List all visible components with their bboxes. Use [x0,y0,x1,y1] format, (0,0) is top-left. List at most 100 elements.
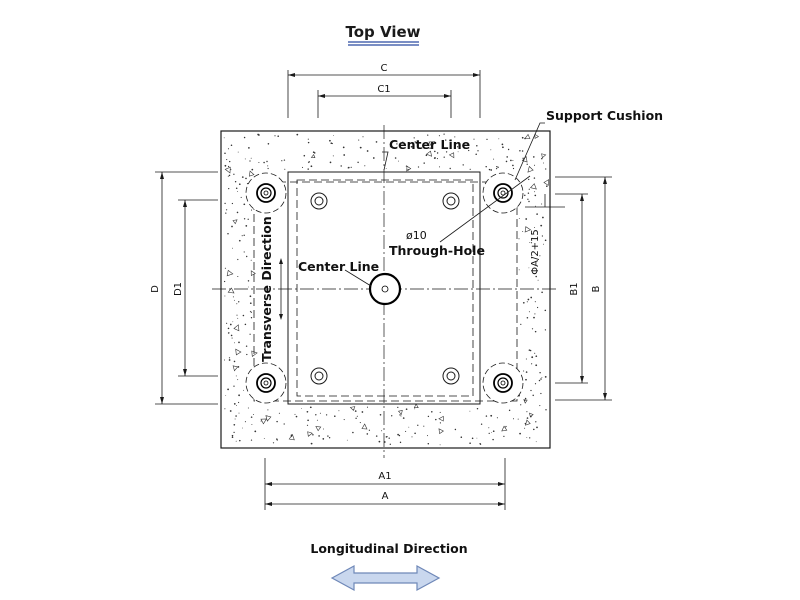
concrete-speck [473,138,475,140]
concrete-speck [267,165,269,167]
concrete-speck [431,411,433,413]
upper-plate-outline [296,179,474,397]
concrete-speck [356,415,358,417]
concrete-speck [227,327,230,330]
concrete-speck [469,442,471,444]
concrete-speck [423,162,425,164]
concrete-speck [529,349,532,352]
anchor-bolt [245,172,287,214]
dim-label-a: A [382,491,389,502]
concrete-speck [242,427,244,429]
concrete-speck [460,436,463,438]
concrete-speck [327,435,329,437]
concrete-speck [254,430,257,433]
concrete-texture [223,133,549,446]
concrete-speck [246,182,249,185]
concrete-speck [338,410,340,412]
dim-right [525,176,612,401]
concrete-speck [485,165,487,168]
concrete-speck [397,160,399,162]
concrete-speck [522,231,524,232]
concrete-speck [228,174,231,177]
concrete-speck [529,437,531,439]
through-hole-label: Through-Hole [389,243,485,258]
concrete-speck [476,144,478,147]
concrete-speck [245,225,248,227]
concrete-speck [534,227,535,228]
concrete-speck [301,408,302,409]
concrete-speck [362,136,364,138]
concrete-speck [454,136,456,138]
concrete-speck [480,423,483,425]
concrete-speck [263,161,265,164]
concrete-speck [425,154,428,157]
concrete-speck [512,167,515,170]
dim-right-arrows [580,177,607,400]
concrete-speck [397,433,399,436]
concrete-speck [543,243,544,245]
concrete-speck [530,296,533,299]
concrete-speck [512,160,514,161]
concrete-speck [307,141,310,144]
concrete-speck [397,406,399,409]
concrete-speck [507,148,510,151]
concrete-speck [250,259,252,261]
dim-left [155,171,218,405]
concrete-speck [491,432,492,433]
concrete-speck [410,145,413,148]
concrete-aggregate [428,141,436,148]
concrete-speck [501,143,504,146]
concrete-speck [493,158,495,160]
concrete-speck [533,428,535,431]
concrete-aggregate [226,269,234,277]
concrete-aggregate [534,133,540,139]
dim-bottom [264,458,506,510]
concrete-speck [527,198,529,200]
concrete-speck [534,191,536,193]
concrete-speck [529,242,531,244]
concrete-speck [503,435,505,438]
concrete-speck [236,405,237,407]
concrete-speck [230,334,233,337]
transverse-arrowheads [279,258,283,320]
concrete-speck [329,161,332,164]
concrete-speck [284,168,286,170]
concrete-speck [385,436,388,438]
concrete-speck [277,135,279,137]
concrete-speck [372,157,375,159]
page-title: Top View [345,23,420,41]
dim-top [287,70,481,118]
concrete-speck [319,412,321,414]
concrete-speck [522,301,525,304]
concrete-speck [375,435,378,437]
concrete-speck [490,169,493,171]
anchor-bolt [482,362,524,404]
concrete-speck [532,394,534,397]
concrete-speck [334,415,336,417]
concrete-speck [525,358,527,360]
concrete-speck [535,421,537,423]
concrete-speck [506,156,508,158]
concrete-speck [224,267,226,269]
concrete-speck [396,143,398,145]
concrete-speck [435,418,437,421]
concrete-speck [296,133,299,136]
concrete-speck [526,417,529,419]
concrete-speck [532,156,535,158]
concrete-speck [307,419,309,422]
concrete-speck [231,225,233,228]
concrete-speck [243,234,245,237]
concrete-speck [250,311,252,313]
concrete-speck [405,430,407,432]
concrete-speck [490,414,493,417]
concrete-speck [306,424,309,426]
concrete-speck [534,383,537,385]
concrete-speck [475,153,477,156]
concrete-speck [316,419,318,421]
concrete-speck [238,183,241,186]
concrete-aggregate [529,412,534,418]
concrete-speck [328,437,331,439]
concrete-speck [352,431,354,434]
concrete-speck [230,169,232,171]
concrete-aggregate [235,348,242,356]
